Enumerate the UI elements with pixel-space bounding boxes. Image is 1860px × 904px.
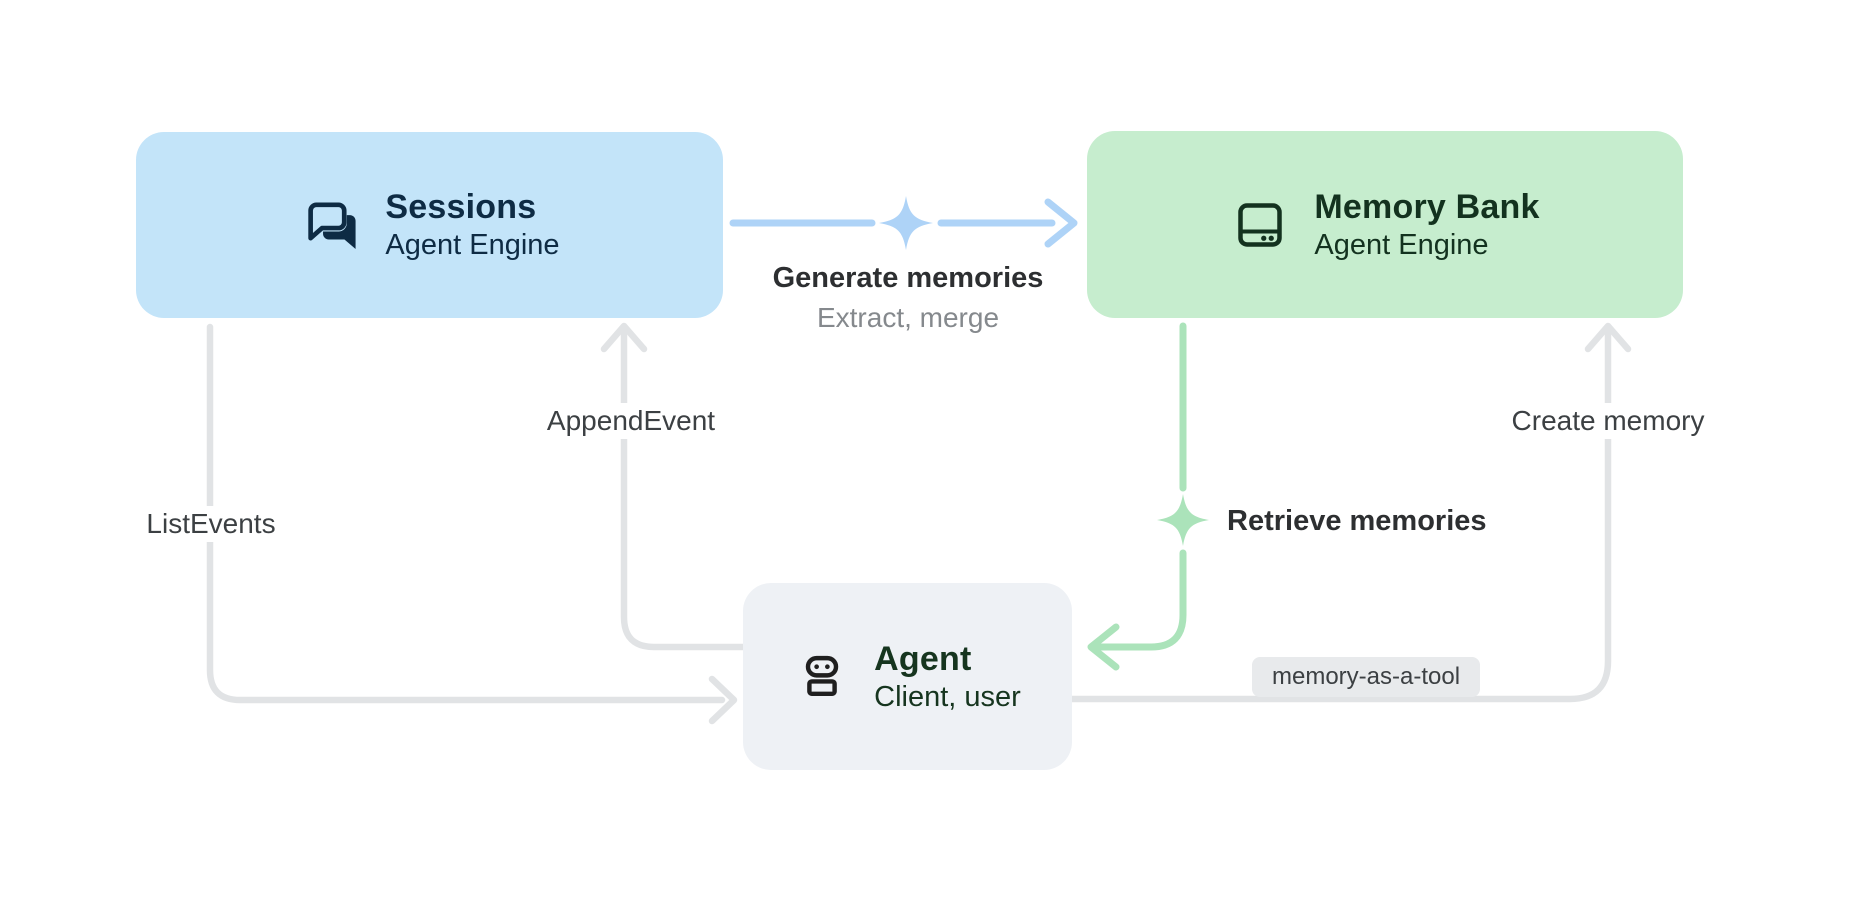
edge-label-append-event: AppendEvent [536, 403, 726, 439]
arrowhead-left-icon [1087, 623, 1120, 671]
edge-label-create-memory: Create memory [1501, 403, 1715, 439]
create-memory-line [1068, 328, 1612, 703]
append-event-line [620, 326, 747, 651]
edge-sublabel-extract-merge: Extract, merge [816, 302, 1000, 333]
node-title: Agent [874, 639, 972, 678]
node-subtitle: Agent Engine [385, 229, 560, 261]
node-subtitle: Agent Engine [1314, 228, 1489, 261]
arrowhead-right-icon [1044, 198, 1078, 248]
arrowhead-up-icon [600, 322, 648, 353]
memory-as-a-tool-badge: memory-as-a-tool [1252, 657, 1481, 697]
storage-icon [1238, 202, 1283, 247]
sparkle-icon [879, 196, 933, 250]
node-subtitle: Client, user [874, 680, 1021, 713]
node-sessions: Sessions Agent Engine [136, 132, 723, 318]
list-events-line [206, 323, 726, 704]
node-agent: Agent Client, user [743, 583, 1072, 770]
robot-icon [805, 655, 839, 696]
node-memory-bank: Memory Bank Agent Engine [1087, 131, 1683, 318]
edge-label-generate-memories: Generate memories [772, 262, 1044, 294]
arrowhead-up-icon [1584, 322, 1632, 353]
sparkle-icon [1157, 494, 1209, 546]
node-title: Sessions [385, 188, 537, 226]
node-title: Memory Bank [1314, 187, 1540, 226]
arrowhead-right-icon [708, 675, 738, 725]
chat-bubbles-icon [308, 202, 356, 250]
edge-label-list-events: ListEvents [136, 506, 286, 542]
retrieve-memories-line-bottom [1093, 549, 1187, 651]
edge-label-retrieve-memories: Retrieve memories [1227, 505, 1487, 537]
